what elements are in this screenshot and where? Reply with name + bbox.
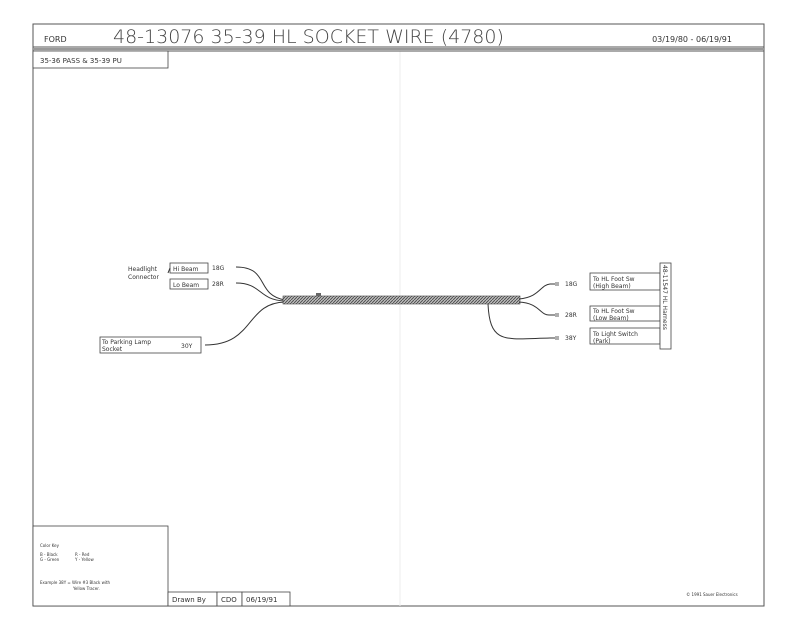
harness-connector-box xyxy=(659,262,672,350)
color-key-title: Color Key xyxy=(40,543,60,548)
wire-38y-right xyxy=(487,303,555,340)
color-key-black: B - Black xyxy=(40,552,58,557)
drawn-date-cell xyxy=(241,591,291,607)
dest-park-sub: (Park) xyxy=(593,338,611,345)
dest-low-beam-sub: (Low Beam) xyxy=(593,315,629,322)
wire-28r xyxy=(235,282,286,302)
headlight-connector-label-2: Connector xyxy=(128,274,159,281)
drawn-by-label: Drawn By xyxy=(172,596,206,604)
lo-beam-label: Lo Beam xyxy=(173,282,199,289)
wire-label-28r-left: 28R xyxy=(212,281,224,288)
drawn-date: 06/19/91 xyxy=(246,596,277,604)
drawn-by-value: CDO xyxy=(221,596,237,604)
wire-harness-loom xyxy=(282,295,521,305)
wire-30y xyxy=(204,301,286,346)
application-box xyxy=(32,50,169,69)
wire-label-28r-right: 28R xyxy=(565,312,577,319)
dest-park-label: To Light Switch xyxy=(592,331,638,338)
color-key-example-2: Yellow Tracer. xyxy=(72,586,100,591)
copyright-notice: © 1991 Sauer Electronics xyxy=(686,592,737,597)
color-key-red: R - Red xyxy=(75,552,90,557)
wire-label-18g-right: 18G xyxy=(565,281,578,288)
date-range: 03/19/80 - 06/19/91 xyxy=(652,35,732,44)
make-label: FORD xyxy=(44,35,67,44)
color-key-box xyxy=(32,525,169,607)
harness-label: 48-11547 HL Harness xyxy=(661,265,668,330)
wire-label-38y-right: 38Y xyxy=(565,335,577,342)
title-bar: FORD 48-13076 35-39 HL SOCKET WIRE (4780… xyxy=(33,26,764,52)
color-key-green: G - Green xyxy=(40,557,60,562)
drawing-title: 48-13076 35-39 HL SOCKET WIRE (4780) xyxy=(113,26,504,48)
wire-18g-right xyxy=(518,283,555,300)
dest-low-beam-label: To HL Foot Sw xyxy=(592,308,635,315)
dest-high-beam-label: To HL Foot Sw xyxy=(592,276,635,283)
parking-lamp-label-2: Socket xyxy=(102,346,123,353)
wire-18g xyxy=(235,266,286,301)
wire-label-18g-left: 18G xyxy=(212,265,225,272)
wire-label-30y: 30Y xyxy=(181,343,193,350)
parking-lamp-label: To Parking Lamp xyxy=(101,339,151,346)
lo-beam-terminal xyxy=(169,278,209,290)
page-border xyxy=(32,23,765,607)
wire-28r-right xyxy=(518,301,555,316)
headlight-connector-label: Headlight xyxy=(128,266,158,273)
parking-lamp-box xyxy=(99,336,202,354)
dest-high-beam-sub: (High Beam) xyxy=(593,283,631,290)
color-key-yellow: Y - Yellow xyxy=(74,557,94,562)
color-key-example: Example 38Y = Wire #3 Black with xyxy=(40,580,111,585)
hi-beam-label: Hi Beam xyxy=(173,266,199,273)
application-label: 35-36 PASS & 35-39 PU xyxy=(40,57,122,65)
